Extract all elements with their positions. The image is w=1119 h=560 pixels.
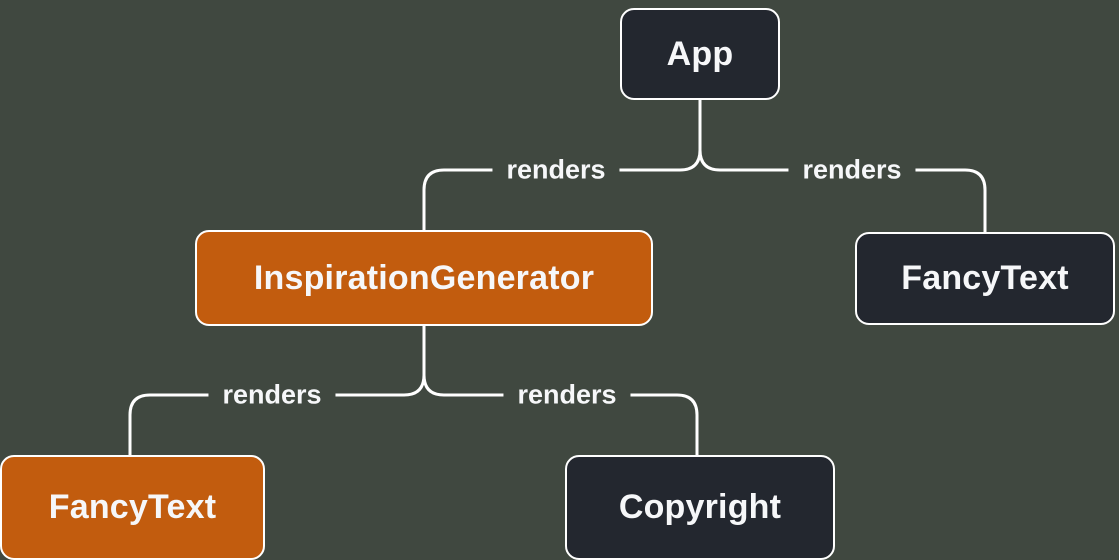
node-app: App <box>620 8 780 100</box>
edge-label-renders: renders <box>208 377 336 413</box>
edge-label-renders: renders <box>492 152 620 188</box>
node-label: InspirationGenerator <box>253 258 595 297</box>
node-fancy-text-bottom: FancyText <box>0 455 265 560</box>
node-label: Copyright <box>618 488 782 526</box>
edge-label-renders: renders <box>788 152 916 188</box>
node-inspiration-generator: InspirationGenerator <box>195 230 653 326</box>
node-copyright: Copyright <box>565 455 835 560</box>
edge-label-renders: renders <box>503 377 631 413</box>
node-fancy-text-top: FancyText <box>855 232 1115 325</box>
node-label: App <box>666 34 734 73</box>
node-label: FancyText <box>48 488 217 526</box>
node-label: FancyText <box>901 259 1069 297</box>
